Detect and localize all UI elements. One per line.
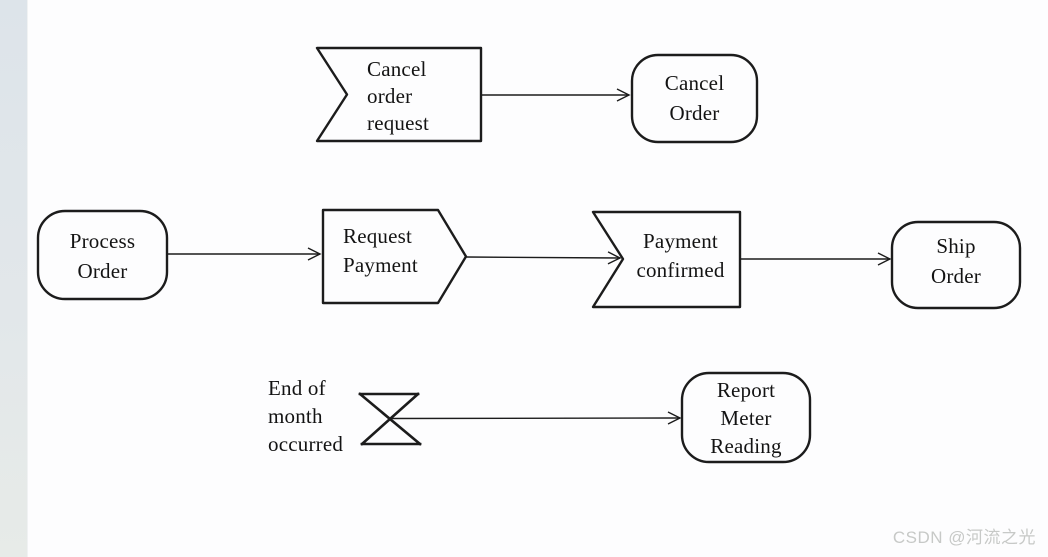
accept-signal-cancel-order-request-shape <box>315 46 483 143</box>
action-process-order-label: Process Order <box>69 229 136 283</box>
left-gutter-strip <box>0 0 28 557</box>
accept-signal-payment-confirmed-label: Payment confirmed <box>636 229 725 282</box>
accept-signal-cancel-order-request-label: Cancel order request <box>367 57 430 135</box>
cancel-flow-row <box>315 46 759 144</box>
action-ship-order-label: Ship Order <box>931 234 981 288</box>
time-event-row <box>358 371 812 464</box>
action-report-meter-reading-shape <box>680 371 812 464</box>
action-ship-order-shape <box>890 220 1022 310</box>
send-signal-request-payment-label: Request Payment <box>343 224 418 277</box>
time-event-hourglass-icon <box>358 392 422 446</box>
time-event-end-of-month-label: End of month occurred <box>268 376 344 456</box>
action-process-order-shape <box>36 209 169 301</box>
send-signal-request-payment-shape <box>321 208 468 305</box>
edge-request-payment-to-payment-confirmed <box>465 251 622 265</box>
accept-signal-payment-confirmed-shape <box>591 210 742 309</box>
action-cancel-order-shape <box>630 53 759 144</box>
action-cancel-order-label: Cancel Order <box>664 71 725 125</box>
edge-end-of-month-to-report-meter-reading <box>389 411 682 425</box>
csdn-watermark: CSDN @河流之光 <box>892 528 1036 547</box>
action-report-meter-reading-label: Report Meter Reading <box>710 378 782 458</box>
order-payment-row <box>36 208 1022 310</box>
